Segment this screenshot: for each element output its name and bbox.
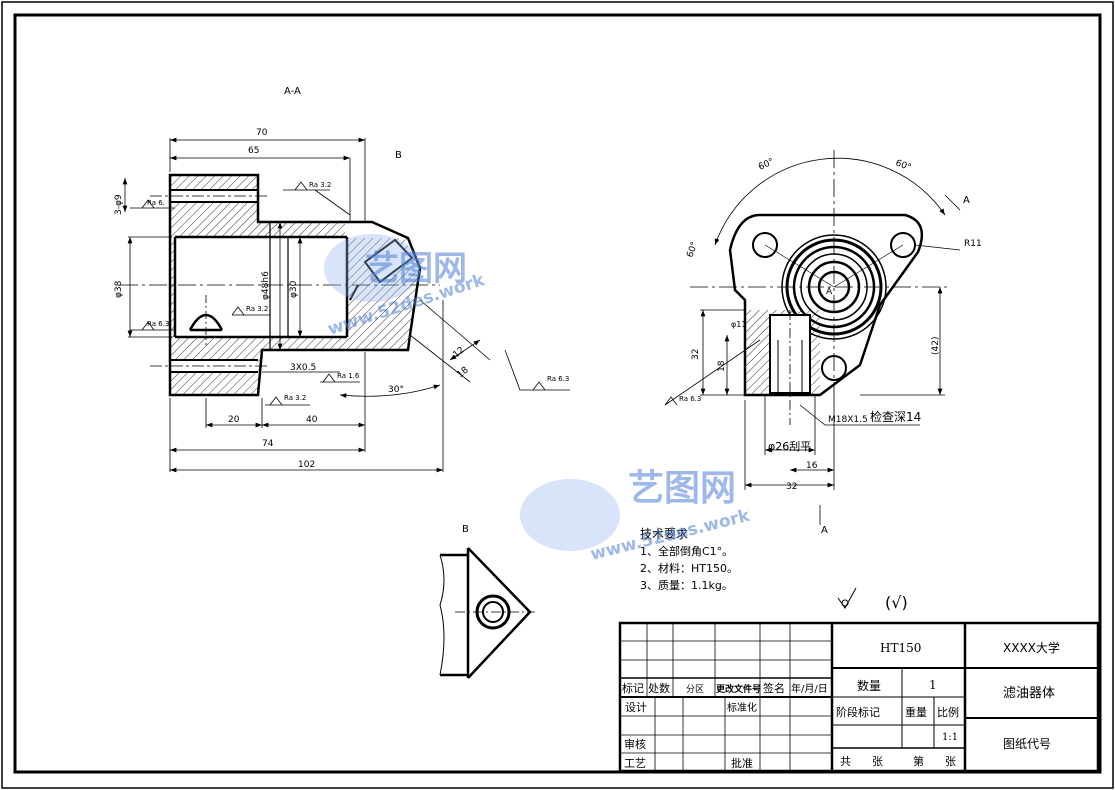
thread-note: 检查深14 bbox=[870, 409, 921, 424]
count-label: 处数 bbox=[648, 682, 670, 695]
school: XXXX大学 bbox=[1003, 640, 1060, 655]
dim-angle-30: 30° bbox=[388, 385, 404, 395]
cut-label-center: A bbox=[826, 287, 833, 297]
dim-angle-60c: 60° bbox=[685, 241, 700, 259]
section-view-aa bbox=[120, 137, 570, 473]
section-title: A-A bbox=[284, 86, 301, 97]
total-label: 共 bbox=[840, 755, 851, 768]
qty-value: 1 bbox=[929, 678, 937, 692]
thread-spec: M18X1.5 bbox=[828, 415, 868, 425]
drawing-number: 图纸代号 bbox=[1003, 737, 1051, 751]
ra-label-f: Ra 3.2 bbox=[284, 394, 306, 402]
qty-label: 数量 bbox=[857, 678, 881, 693]
tech-line-3: 3、质量：1.1kg。 bbox=[640, 579, 733, 592]
review-label: 审核 bbox=[624, 737, 646, 751]
date-label: 年/月/日 bbox=[791, 682, 828, 695]
watermark-brand-1: 艺图网 bbox=[365, 249, 467, 289]
dim-12: 12 bbox=[452, 345, 467, 360]
title-block bbox=[618, 621, 1100, 773]
ra-label-g: Ra 6.3 bbox=[547, 375, 569, 383]
stage-label: 阶段标记 bbox=[836, 705, 880, 719]
ra-label-a: Ra 6. bbox=[147, 199, 165, 207]
ra-label-c: Ra 3.2 bbox=[246, 305, 268, 313]
detail-ref-label: B bbox=[395, 150, 402, 161]
cut-label-top: A bbox=[963, 195, 970, 206]
dim-102: 102 bbox=[298, 460, 315, 470]
dim-32v: 32 bbox=[691, 349, 701, 360]
dim-holes: 3-φ9 bbox=[114, 194, 124, 215]
standard-label: 标准化 bbox=[727, 701, 757, 714]
ra-label-e: Ra 1.6 bbox=[337, 372, 360, 380]
dim-65: 65 bbox=[248, 146, 259, 156]
material: HT150 bbox=[880, 641, 921, 655]
ra-label-b: Ra 6.3 bbox=[147, 320, 169, 328]
roughness-symbol: (√) bbox=[885, 593, 908, 612]
tech-title: 技术要求 bbox=[640, 527, 688, 541]
cut-label-bottom: A bbox=[821, 525, 828, 536]
dim-70: 70 bbox=[256, 128, 268, 138]
process-label: 工艺 bbox=[624, 757, 646, 770]
detail-title: B bbox=[462, 524, 469, 535]
ra-label-right: Ra 6.3 bbox=[679, 395, 701, 403]
dim-20: 20 bbox=[228, 415, 240, 425]
general-roughness: (√) bbox=[837, 587, 908, 612]
sheets-label: 张 bbox=[872, 755, 883, 768]
scale-label: 比例 bbox=[937, 705, 959, 719]
dim-angle-60a: 60° bbox=[757, 157, 776, 173]
dim-74: 74 bbox=[262, 439, 274, 449]
dim-32h: 32 bbox=[786, 482, 797, 492]
design-label: 设计 bbox=[625, 701, 647, 714]
scale-value: 1:1 bbox=[942, 732, 958, 743]
dim-angle-60b: 60° bbox=[894, 158, 912, 173]
mark-label: 标记 bbox=[622, 681, 644, 695]
dim-40: 40 bbox=[306, 415, 318, 425]
part-name: 滤油器体 bbox=[1003, 686, 1055, 701]
title-block-text: HT150 XXXX大学 滤油器体 图纸代号 数量 1 阶段标记 重量 比例 1… bbox=[622, 640, 1060, 770]
dim-dia48: φ48h6 bbox=[261, 271, 271, 300]
dim-dia38: φ38 bbox=[114, 280, 124, 298]
page-label: 第 bbox=[913, 754, 924, 768]
tech-line-1: 1、全部倒角C1°。 bbox=[640, 544, 733, 558]
ra-label-d: Ra 3.2 bbox=[309, 181, 331, 189]
dim-42: (42) bbox=[931, 337, 941, 355]
weight-label: 重量 bbox=[905, 705, 927, 719]
inner-frame bbox=[13, 13, 1102, 774]
dim-r11: R11 bbox=[964, 239, 982, 249]
tech-line-2: 2、材料：HT150。 bbox=[640, 561, 738, 575]
dim-18v: 18 bbox=[717, 360, 727, 372]
watermark-brand-2: 艺图网 bbox=[628, 468, 736, 509]
dim-18: 18 bbox=[456, 365, 471, 380]
sheet-label: 张 bbox=[945, 755, 956, 768]
dim-16: 16 bbox=[806, 461, 818, 471]
dim-dia26: φ26刮平 bbox=[768, 439, 811, 453]
detail-view-b: B bbox=[439, 524, 535, 679]
section-view-labels: A-A B 70 65 20 40 74 102 3-φ9 φ38 φ48h6 … bbox=[114, 86, 569, 470]
dim-dia11: φ11 bbox=[731, 320, 746, 329]
dim-chamfer: 3X0.5 bbox=[290, 363, 316, 373]
end-view-labels: 60° 60° 60° R11 (42) 32 18 φ11 Ra 6.3 M1… bbox=[679, 157, 982, 536]
technical-requirements: 技术要求 1、全部倒角C1°。 2、材料：HT150。 3、质量：1.1kg。 bbox=[640, 527, 738, 592]
change-doc-label: 更改文件号 bbox=[716, 683, 761, 695]
dim-dia30: φ30 bbox=[289, 280, 299, 298]
sign-label: 签名 bbox=[763, 681, 785, 695]
end-view bbox=[664, 150, 961, 525]
approve-label: 批准 bbox=[731, 756, 753, 770]
zone-label: 分区 bbox=[686, 684, 704, 695]
